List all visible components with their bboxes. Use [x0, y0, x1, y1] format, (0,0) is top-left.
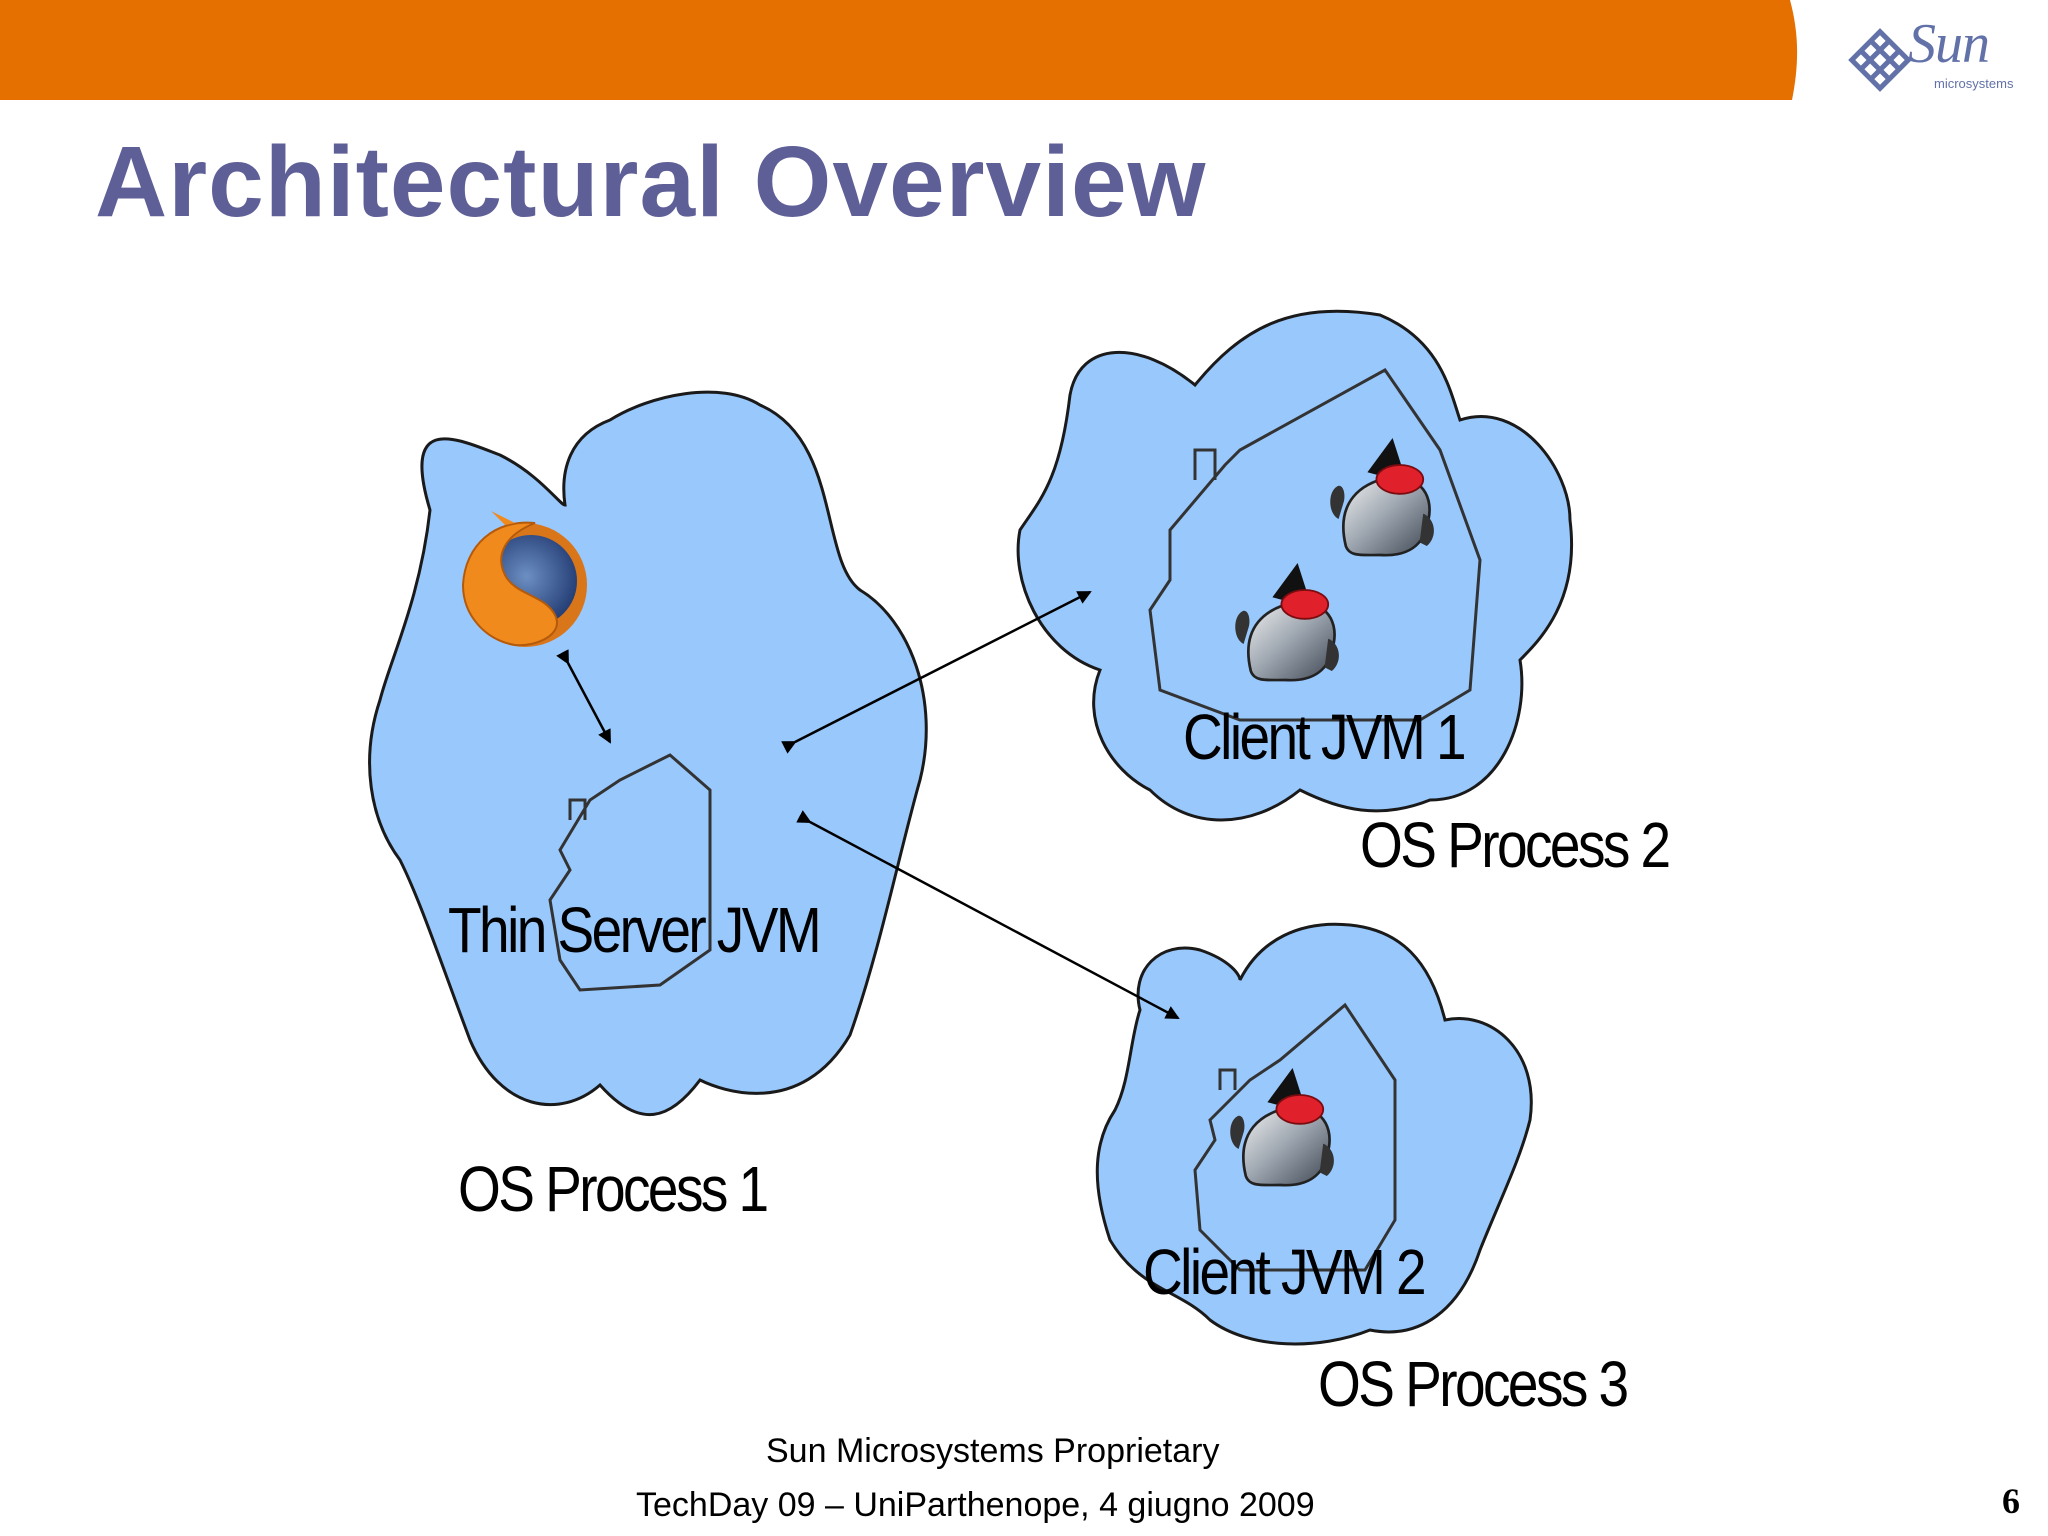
os-process-2-label: OS Process 2 — [1360, 809, 1671, 881]
os-process-1-label: OS Process 1 — [458, 1153, 769, 1225]
os-process-3-label: OS Process 3 — [1318, 1348, 1629, 1420]
client-jvm-1-label: Client JVM 1 — [1183, 701, 1467, 773]
os-process-1-cloud — [368, 390, 928, 1116]
firefox-icon — [461, 511, 587, 647]
sun-logo-icon — [1848, 28, 1912, 92]
client-jvm-2-outline — [1193, 1002, 1397, 1272]
thin-server-jvm-outline — [548, 753, 712, 992]
sun-logo: Sun microsystems — [1848, 13, 2028, 96]
arrow-server-client2 — [796, 810, 1180, 1020]
slide-title: Architectural Overview — [95, 126, 1207, 238]
client-jvm-1-outline — [1148, 368, 1482, 722]
thin-server-jvm-label: Thin Server JVM — [448, 894, 822, 966]
client-jvm-2-label: Client JVM 2 — [1143, 1236, 1427, 1308]
sun-wordmark: Sun — [1908, 13, 1990, 75]
header-bar — [0, 0, 1798, 100]
footer-proprietary: Sun Microsystems Proprietary — [766, 1432, 1220, 1470]
microsystems-text: microsystems — [1934, 76, 2014, 91]
arrow-server-client1 — [781, 590, 1092, 754]
slide-number: 6 — [2002, 1481, 2020, 1521]
arrow-firefox-server — [556, 649, 612, 744]
footer-event: TechDay 09 – UniParthenope, 4 giugno 200… — [636, 1486, 1315, 1524]
